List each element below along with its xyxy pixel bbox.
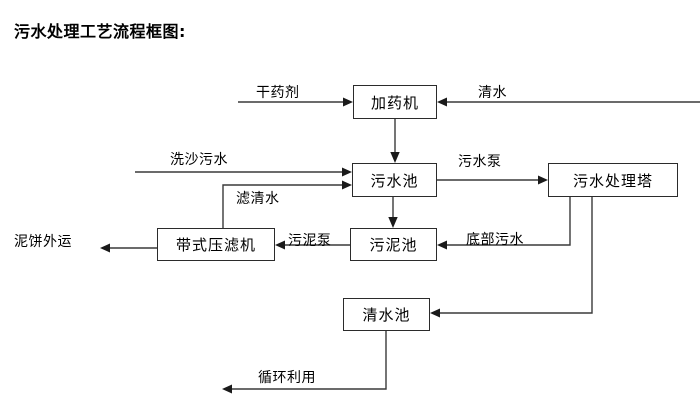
node-clear-water-pool[interactable]: 清水池: [343, 298, 430, 331]
edge-label-sand-wash-sewage: 洗沙污水: [170, 152, 228, 168]
arrowhead-dry-chemical: [343, 97, 353, 107]
edge-tower-to-clear-water-pool: [437, 197, 593, 314]
edge-clear-water-pool-to-recycle: [229, 331, 387, 390]
edge-label-bottom-sewage: 底部污水: [466, 232, 524, 248]
edge-label-sewage-pump: 污水泵: [458, 154, 502, 170]
arrowhead-sewage-pump: [538, 175, 548, 185]
node-label: 污泥池: [369, 236, 418, 254]
arrowhead-bottom-sewage: [437, 240, 447, 250]
node-label: 污水池: [370, 171, 419, 190]
edge-label-filtered-water: 滤清水: [236, 191, 280, 207]
arrowhead-mudcake: [100, 243, 110, 253]
edge-tower-to-sludge-pool: [444, 197, 571, 246]
arrowhead-recycle: [222, 384, 232, 394]
node-label: 加药机: [370, 93, 419, 112]
node-belt-filter-press[interactable]: 带式压滤机: [157, 228, 275, 261]
arrowhead-clear-water-in: [430, 308, 440, 318]
arrowhead-sewage-to-sludge: [388, 217, 398, 228]
arrowhead-sandwash: [342, 167, 352, 177]
arrowhead-sludge-pump: [275, 240, 285, 250]
node-sewage-pool[interactable]: 污水池: [352, 163, 437, 197]
node-sludge-pool[interactable]: 污泥池: [350, 228, 437, 261]
arrowhead-filtered-water: [342, 180, 352, 190]
edge-label-clean-water: 清水: [478, 85, 507, 101]
edge-label-sludge-pump: 污泥泵: [288, 233, 332, 249]
node-label: 带式压滤机: [175, 236, 256, 254]
arrowhead-clean-water: [437, 97, 447, 107]
node-dosing-machine[interactable]: 加药机: [353, 85, 437, 119]
edge-label-mud-cake-transport: 泥饼外运: [14, 234, 72, 250]
node-treatment-tower[interactable]: 污水处理塔: [548, 163, 678, 197]
arrowhead-dosing-down: [390, 152, 400, 163]
node-label: 污水处理塔: [572, 171, 653, 190]
edge-filtered-water-to-sewage-pool: [222, 184, 345, 228]
edge-label-recycle-reuse: 循环利用: [258, 370, 316, 386]
edge-label-dry-chemical: 干药剂: [256, 85, 300, 101]
page-title: 污水处理工艺流程框图:: [14, 22, 186, 41]
node-label: 清水池: [362, 306, 411, 324]
